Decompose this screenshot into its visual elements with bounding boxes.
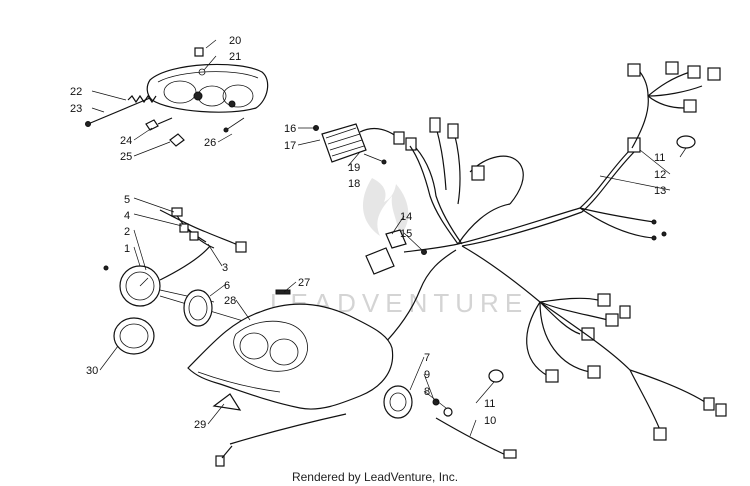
callout-18: 18 — [348, 178, 360, 190]
headlight-assembly — [85, 47, 269, 147]
gauge-set — [103, 207, 261, 355]
callout-11-upper: 11 — [654, 152, 665, 164]
voltage-regulator — [313, 123, 417, 165]
callout-2: 2 — [124, 226, 130, 238]
callout-labels: 5 4 2 1 3 6 7 8 9 10 11 11 12 13 14 15 1… — [70, 35, 666, 431]
watermark: LEADVENTURE — [270, 178, 522, 318]
callout-15: 15 — [400, 228, 412, 240]
callout-22: 22 — [70, 86, 82, 98]
callout-25: 25 — [120, 151, 132, 163]
callout-3: 3 — [222, 262, 228, 274]
callout-12: 12 — [654, 169, 666, 181]
speed-sensor — [383, 385, 517, 459]
callout-30: 30 — [86, 365, 98, 377]
leader-lines — [91, 39, 687, 437]
callout-21: 21 — [229, 51, 241, 63]
callout-20: 20 — [229, 35, 241, 47]
callout-16: 16 — [284, 123, 296, 135]
callout-10: 10 — [484, 415, 496, 427]
callout-11-lower: 11 — [484, 398, 495, 410]
dash-pod — [187, 289, 394, 467]
callout-4: 4 — [124, 210, 130, 222]
callout-27: 27 — [298, 277, 310, 289]
callout-14: 14 — [400, 211, 412, 223]
callout-5: 5 — [124, 194, 130, 206]
callout-9: 9 — [424, 369, 430, 381]
callout-8: 8 — [424, 386, 430, 398]
callout-23: 23 — [70, 103, 82, 115]
callout-28: 28 — [224, 295, 236, 307]
callout-13: 13 — [654, 185, 666, 197]
callout-1: 1 — [124, 243, 130, 255]
callout-7: 7 — [424, 352, 430, 364]
callout-24: 24 — [120, 135, 132, 147]
callout-6: 6 — [224, 280, 230, 292]
footer-credit: Rendered by LeadVenture, Inc. — [292, 470, 458, 484]
callout-29: 29 — [194, 419, 206, 431]
wiring-harness — [365, 61, 727, 441]
callout-17: 17 — [284, 140, 296, 152]
callout-26: 26 — [204, 137, 216, 149]
callout-19: 19 — [348, 162, 360, 174]
